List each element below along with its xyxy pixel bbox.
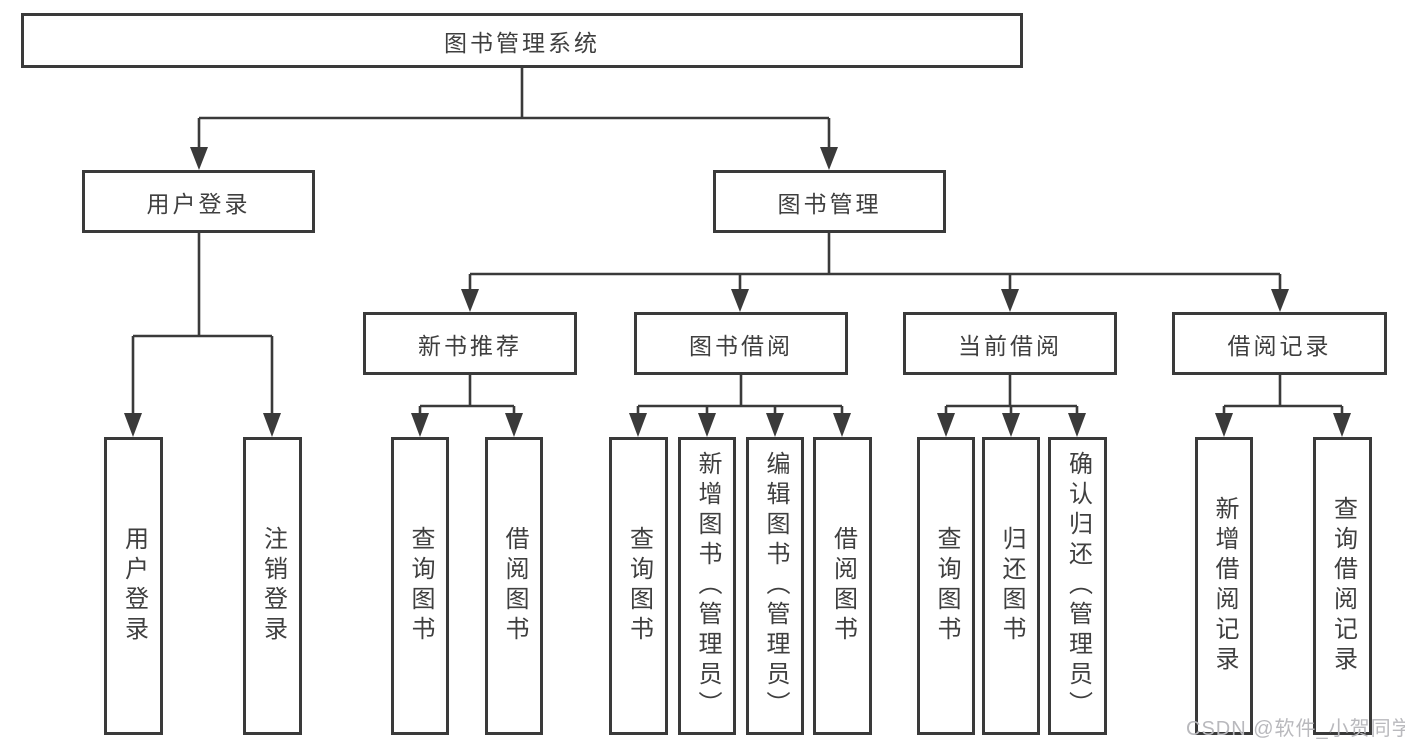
node-library-management-system: 图书管理系统: [21, 13, 1023, 68]
leaf-logout-login: 注销登录: [243, 437, 302, 735]
leaf-confirm-return-admin: 确认归还（管理员）: [1048, 437, 1107, 735]
node-book-management: 图书管理: [713, 170, 946, 233]
leaf-query-books-current-label: 查询图书: [933, 526, 960, 646]
csdn-watermark: CSDN @软件_小贺同学: [1186, 718, 1405, 740]
leaf-query-books-borrow-label: 查询图书: [625, 526, 653, 646]
leaf-return-books: 归还图书: [982, 437, 1040, 735]
node-book-borrow: 图书借阅: [634, 312, 848, 375]
leaf-user-login-label: 用户登录: [120, 526, 148, 646]
leaf-add-books-admin: 新增图书（管理员）: [678, 437, 736, 735]
leaf-query-books-recommend: 查询图书: [391, 437, 449, 735]
leaf-query-books-recommend-label: 查询图书: [407, 526, 434, 646]
leaf-user-login: 用户登录: [104, 437, 163, 735]
leaf-query-borrow-record: 查询借阅记录: [1313, 437, 1372, 735]
leaf-borrow-books-recommend: 借阅图书: [485, 437, 543, 735]
leaf-add-books-admin-label: 新增图书（管理员）: [694, 451, 721, 721]
leaf-add-borrow-record-label: 新增借阅记录: [1211, 496, 1238, 676]
leaf-borrow-books: 借阅图书: [813, 437, 872, 735]
leaf-query-books-current: 查询图书: [917, 437, 975, 735]
leaf-borrow-books-recommend-label: 借阅图书: [501, 526, 528, 646]
leaf-edit-books-admin: 编辑图书（管理员）: [746, 437, 804, 735]
leaf-confirm-return-admin-label: 确认归还（管理员）: [1064, 451, 1092, 721]
leaf-add-borrow-record: 新增借阅记录: [1195, 437, 1253, 735]
leaf-edit-books-admin-label: 编辑图书（管理员）: [762, 451, 789, 721]
node-current-borrow: 当前借阅: [903, 312, 1117, 375]
node-user-login: 用户登录: [82, 170, 315, 233]
leaf-borrow-books-label: 借阅图书: [829, 526, 857, 646]
leaf-return-books-label: 归还图书: [998, 526, 1025, 646]
leaf-logout-login-label: 注销登录: [259, 526, 287, 646]
node-borrow-records: 借阅记录: [1172, 312, 1387, 375]
leaf-query-borrow-record-label: 查询借阅记录: [1329, 496, 1357, 676]
leaf-query-books-borrow: 查询图书: [609, 437, 668, 735]
node-new-book-recommend: 新书推荐: [363, 312, 577, 375]
